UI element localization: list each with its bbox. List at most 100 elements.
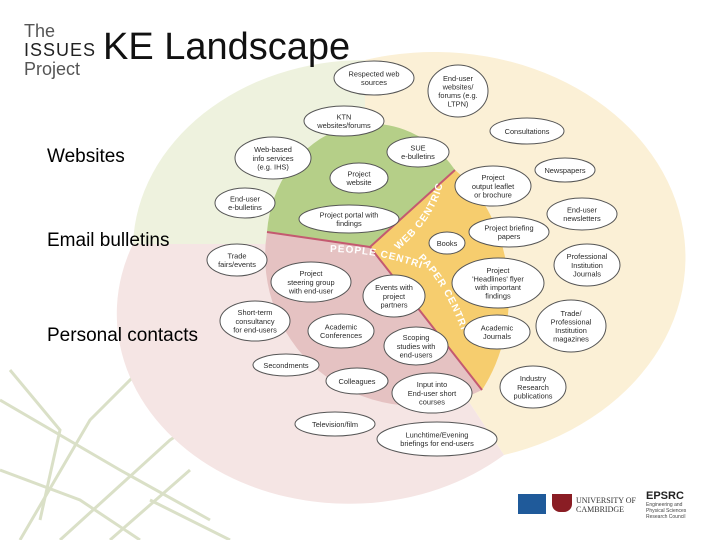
bubble-label: Journals [573, 269, 601, 278]
bubble-label: Input into [417, 380, 447, 389]
bubble-label: Consultations [505, 127, 550, 136]
bubble-label: Trade/ [560, 309, 582, 318]
bubble-label: Academic [325, 323, 358, 332]
bubble-label: magazines [553, 335, 589, 344]
bubble-label: end-users [400, 350, 433, 359]
bubble-label: Academic [481, 324, 514, 333]
side-label-email-bulletins: Email bulletins [47, 230, 170, 251]
bubble-shape [307, 313, 375, 349]
bubble-label: Scoping [403, 333, 430, 342]
bubble-label: Research [517, 383, 549, 392]
bubble-shape [219, 300, 291, 342]
bubble-label: websites/forums [316, 121, 371, 130]
bubble-label: forums (e.g. [438, 91, 477, 100]
bubble-label: fairs/events [218, 260, 256, 269]
bubble-label: Conferences [320, 331, 362, 340]
bubble-label: 'Headlines' flyer [472, 275, 524, 284]
bubble-label: End-user [567, 206, 598, 215]
bubble-label: papers [498, 232, 521, 241]
bubble-label: partners [380, 300, 407, 309]
bubble-label: Trade [227, 252, 246, 261]
bubble-label: steering group [287, 278, 334, 287]
bubble-colleagues: Colleagues [325, 367, 389, 395]
bubble-label: for end-users [233, 325, 277, 334]
bubble-label: info services [252, 154, 293, 163]
bubble-shape [325, 367, 389, 395]
bubble-label: e-bulletins [228, 203, 262, 212]
bubble-television-film: Television/film [294, 411, 376, 437]
bubble-label: newsletters [563, 214, 601, 223]
sector-dividers [266, 169, 483, 391]
logo-line: ISSUES [24, 40, 97, 60]
bubble-shape [468, 216, 550, 248]
bubble-shape [329, 162, 389, 194]
bubble-label: or brochure [474, 190, 512, 199]
bubble-shape [333, 60, 415, 96]
bubble-label: Project portal with [320, 211, 379, 220]
bubble-label: Professional [567, 252, 608, 261]
bubble-books: Books [428, 231, 466, 255]
bubble-label: Project [486, 266, 509, 275]
bubble-label: SUE [410, 144, 425, 153]
bubble-shape [534, 157, 596, 183]
bubble-label: findings [485, 292, 511, 301]
bubble-shape [553, 243, 621, 287]
bubble-label: Institution [571, 261, 603, 270]
side-label-personal-contacts: Personal contacts [47, 325, 199, 346]
bubble-label: courses [419, 397, 445, 406]
bubble-label: Short-term [238, 308, 273, 317]
logo-line: Project [24, 59, 81, 79]
issues-project-logo: The ISSUES Project [24, 22, 96, 79]
bubble-label: Project [299, 269, 322, 278]
bubble-label: with important [474, 283, 521, 292]
bubble-label: with end-user [288, 286, 334, 295]
bubble-shape [294, 411, 376, 437]
slide-title: KE Landscape [103, 26, 351, 68]
bubble-label: Television/film [312, 420, 358, 429]
bubble-label: briefings for end-users [400, 439, 474, 448]
bubble-label: Project [347, 170, 370, 179]
bubble-label: Project briefing [484, 224, 533, 233]
bubble-label: Respected web [349, 70, 400, 79]
epsrc-logo-subtext: Engineering and Physical Sciences Resear… [646, 502, 687, 520]
bubble-label: publications [513, 391, 552, 400]
bubble-label: (e.g. IHS) [257, 162, 289, 171]
bubble-shape [546, 197, 618, 231]
bubble-label: project [383, 292, 405, 301]
map-line-art [0, 358, 231, 540]
bubble-label: e-bulletins [401, 152, 435, 161]
bubble-label: KTN [337, 113, 352, 122]
epsrc-logo: EPSRC Engineering and Physical Sciences … [646, 490, 702, 520]
bubble-shape [206, 243, 268, 277]
footer-logo-badge [518, 494, 546, 514]
bubble-label: Professional [551, 318, 592, 327]
bubble-shape [298, 204, 400, 234]
bubble-shape [383, 326, 449, 366]
bubble-label: sources [361, 78, 387, 87]
bubble-shape [252, 353, 320, 377]
bubble-label: Journals [483, 332, 511, 341]
bubble-label: website [345, 178, 371, 187]
bubble-shape [391, 372, 473, 414]
bubble-newspapers: Newspapers [534, 157, 596, 183]
